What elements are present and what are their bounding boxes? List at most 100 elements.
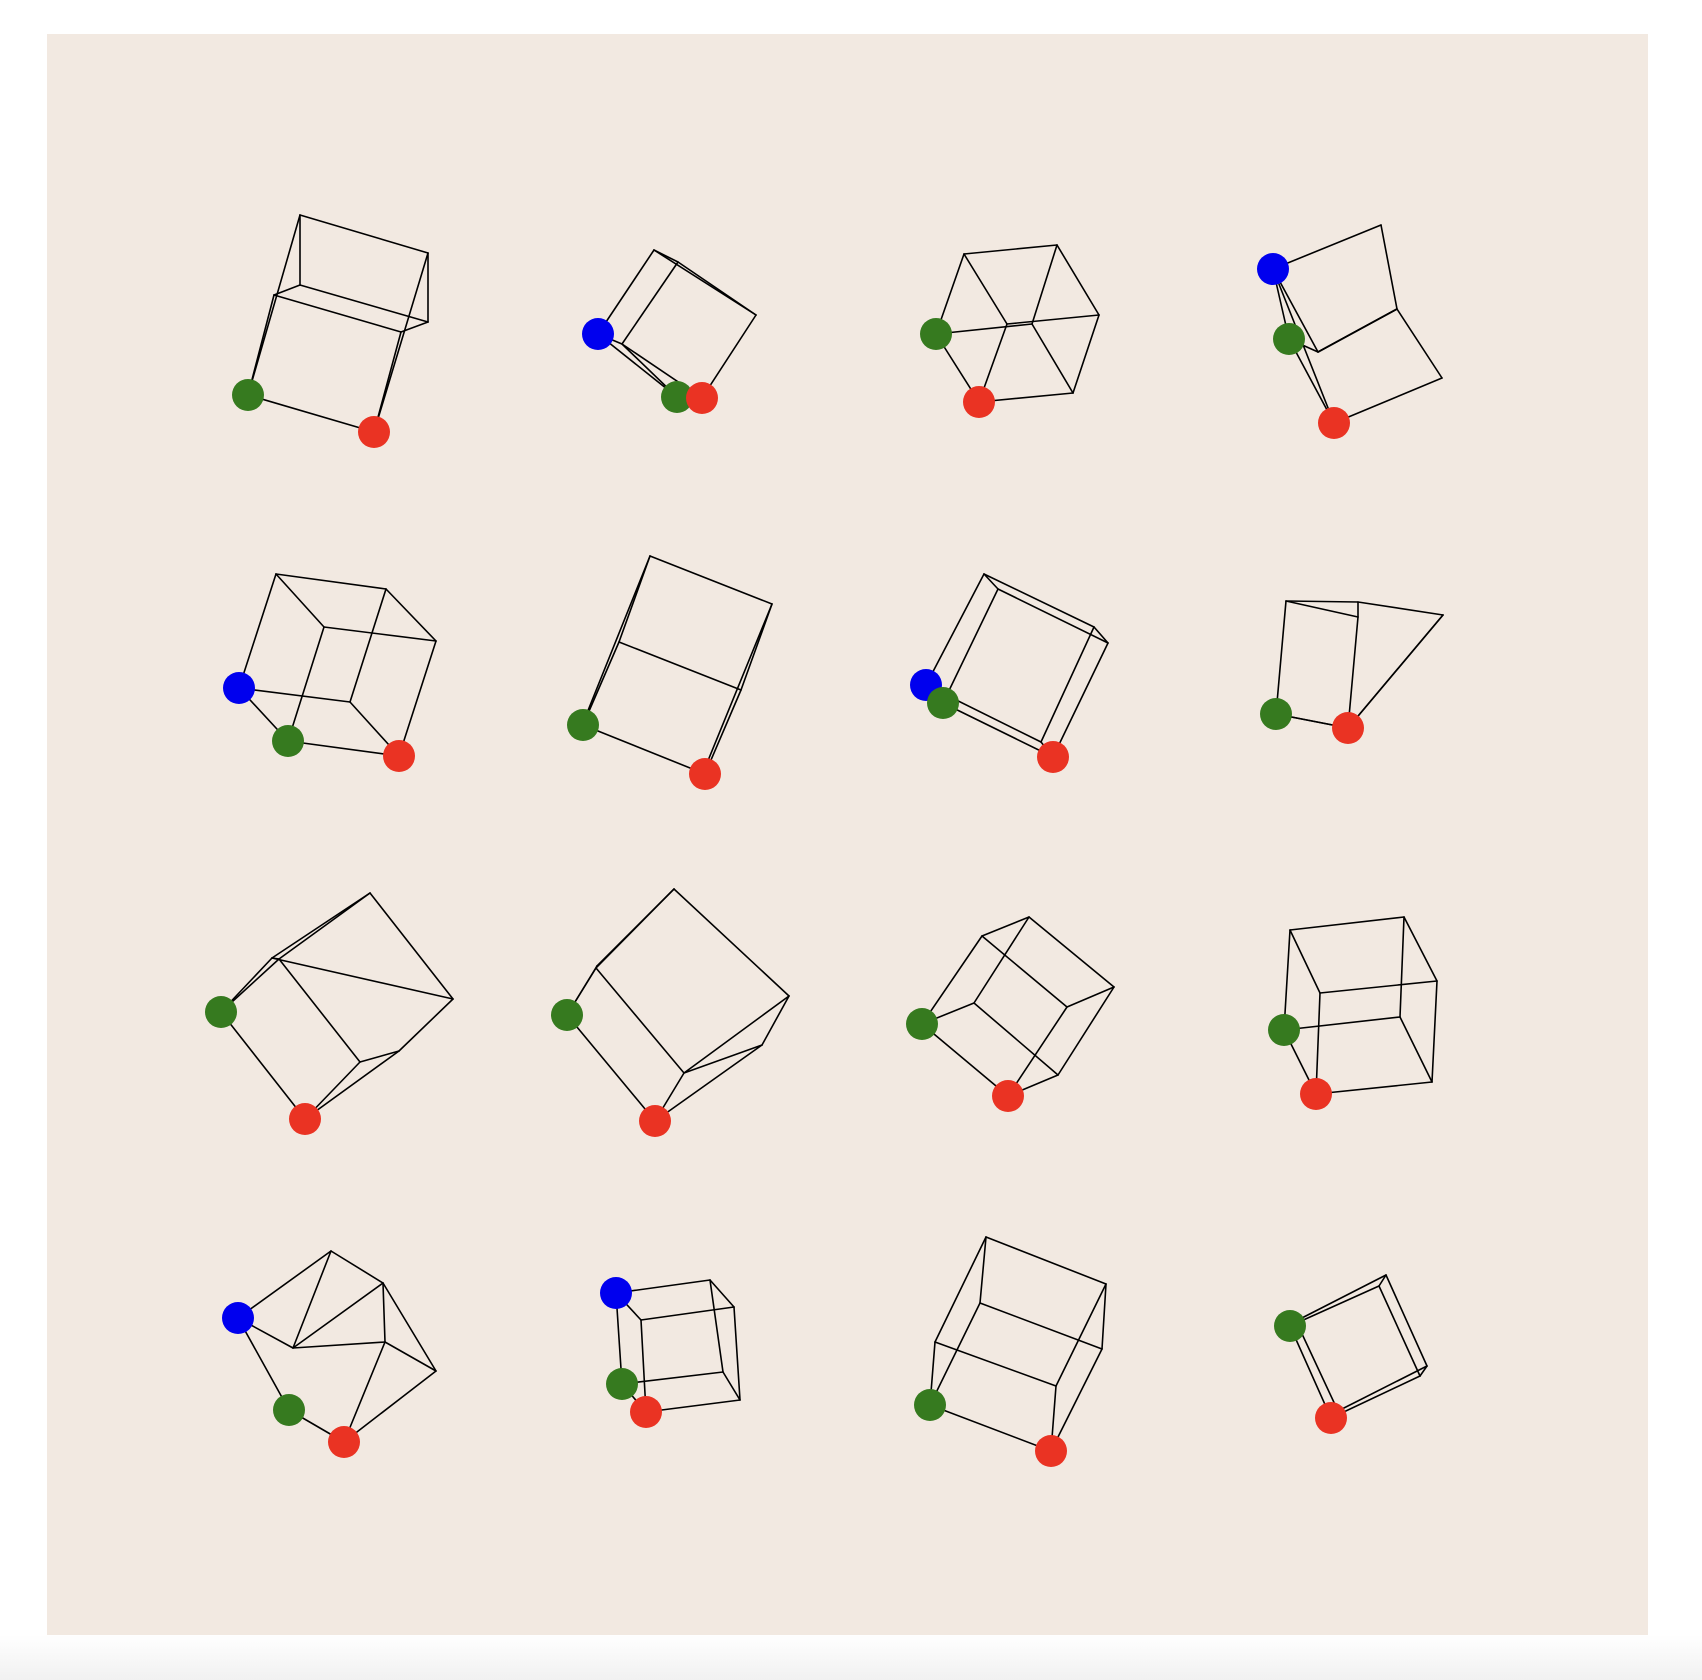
cube-edge [1289, 929, 1321, 994]
cube-5 [223, 573, 437, 772]
green-vertex-dot [205, 996, 237, 1028]
cube-edge [287, 626, 325, 742]
cube-edge [973, 1002, 1059, 1076]
cube-edge [1378, 1285, 1421, 1377]
cube-edge [1093, 626, 1109, 644]
cube-11 [906, 916, 1115, 1112]
green-vertex-dot [273, 1394, 305, 1426]
green-vertex-dot [1274, 1310, 1306, 1342]
cube-edge [709, 1279, 724, 1373]
cube-edge [677, 261, 757, 316]
cube-edge [1275, 600, 1287, 715]
cube-edge [934, 1236, 987, 1343]
cube-edge [1399, 916, 1405, 1018]
cube-edge [1052, 642, 1109, 758]
cube-edge [983, 573, 999, 590]
cube-edge [595, 967, 685, 1074]
blue-vertex-dot [223, 672, 255, 704]
blue-vertex-dot [222, 1302, 254, 1334]
green-vertex-dot [272, 725, 304, 757]
cube-edge [369, 892, 454, 1000]
cube-edge [1289, 1285, 1380, 1327]
cube-edge [1431, 980, 1438, 1083]
cube-2 [582, 249, 757, 414]
cube-14 [600, 1277, 741, 1428]
cube-edge [1315, 992, 1321, 1095]
cube-edge [683, 995, 790, 1074]
cube-edge [985, 1236, 1107, 1285]
cube-edge [981, 935, 1068, 1008]
red-vertex-dot [1332, 712, 1364, 744]
red-vertex-dot [358, 416, 390, 448]
cube-edge [595, 965, 598, 969]
cube-edge [921, 935, 983, 1025]
cube-6 [567, 555, 773, 790]
cube-13 [222, 1250, 437, 1458]
red-vertex-dot [1037, 741, 1069, 773]
cube-edge [704, 603, 773, 769]
cube-edge [1006, 314, 1100, 325]
cube-edge [1378, 1274, 1387, 1287]
cube-edge [1315, 1081, 1433, 1095]
green-vertex-dot [551, 999, 583, 1031]
cube-edge [238, 687, 351, 703]
cube-edge [1055, 1283, 1107, 1387]
cube-edge [271, 892, 371, 959]
cube-edge [275, 573, 387, 590]
red-vertex-dot [992, 1080, 1024, 1112]
cube-edge [247, 294, 275, 396]
cube-4 [1257, 224, 1443, 439]
red-vertex-dot [639, 1105, 671, 1137]
red-vertex-dot [328, 1426, 360, 1458]
cube-edge [292, 1341, 386, 1349]
cube-edge [1396, 308, 1443, 379]
cube-edge [983, 573, 1095, 628]
green-vertex-dot [920, 318, 952, 350]
cube-16 [1274, 1274, 1428, 1434]
cube-edge [382, 1282, 386, 1343]
green-vertex-dot [906, 1008, 938, 1040]
cube-edge [1385, 1274, 1428, 1367]
cube-edge [323, 626, 437, 642]
cube-edge [597, 333, 678, 398]
cube-15 [914, 1236, 1107, 1467]
cube-edge [1330, 1375, 1421, 1419]
cube-edge [247, 214, 301, 396]
cube-edge [997, 588, 1109, 644]
cube-edge [1072, 314, 1100, 394]
cube-edge [247, 394, 375, 433]
cube-edge [1347, 614, 1444, 729]
cube-edge [275, 573, 325, 628]
cube-edge [640, 1306, 735, 1321]
cube-edge [1357, 601, 1444, 616]
cube-edge [1333, 377, 1443, 424]
cube-edge [733, 1306, 741, 1401]
green-vertex-dot [567, 709, 599, 741]
red-vertex-dot [630, 1396, 662, 1428]
cube-edge [979, 1236, 987, 1304]
green-vertex-dot [1273, 323, 1305, 355]
blue-vertex-dot [600, 1277, 632, 1309]
red-vertex-dot [1318, 407, 1350, 439]
cube-edge [929, 1404, 1052, 1452]
cube-edge [1050, 1348, 1103, 1452]
cube-edge [1289, 916, 1405, 931]
cube-edge [343, 1370, 437, 1443]
cube-edge [963, 253, 1008, 325]
cube-edge [237, 1250, 332, 1319]
cube-edge [398, 640, 437, 757]
cube-edge [1337, 1365, 1428, 1412]
cubes-layer [205, 214, 1444, 1467]
canvas-panel [47, 34, 1648, 1635]
cube-edge [1007, 1006, 1068, 1097]
cube-edge [385, 588, 437, 642]
cube-edge [1056, 244, 1100, 316]
cube-edge [1101, 1283, 1107, 1350]
cube-edge [287, 740, 400, 757]
cube-edge [1419, 1365, 1428, 1377]
cube-edge [271, 957, 454, 1000]
cube-edge [683, 1044, 763, 1074]
cube-edge [942, 702, 1054, 758]
blue-vertex-dot [582, 318, 614, 350]
cube-edge [942, 588, 999, 704]
